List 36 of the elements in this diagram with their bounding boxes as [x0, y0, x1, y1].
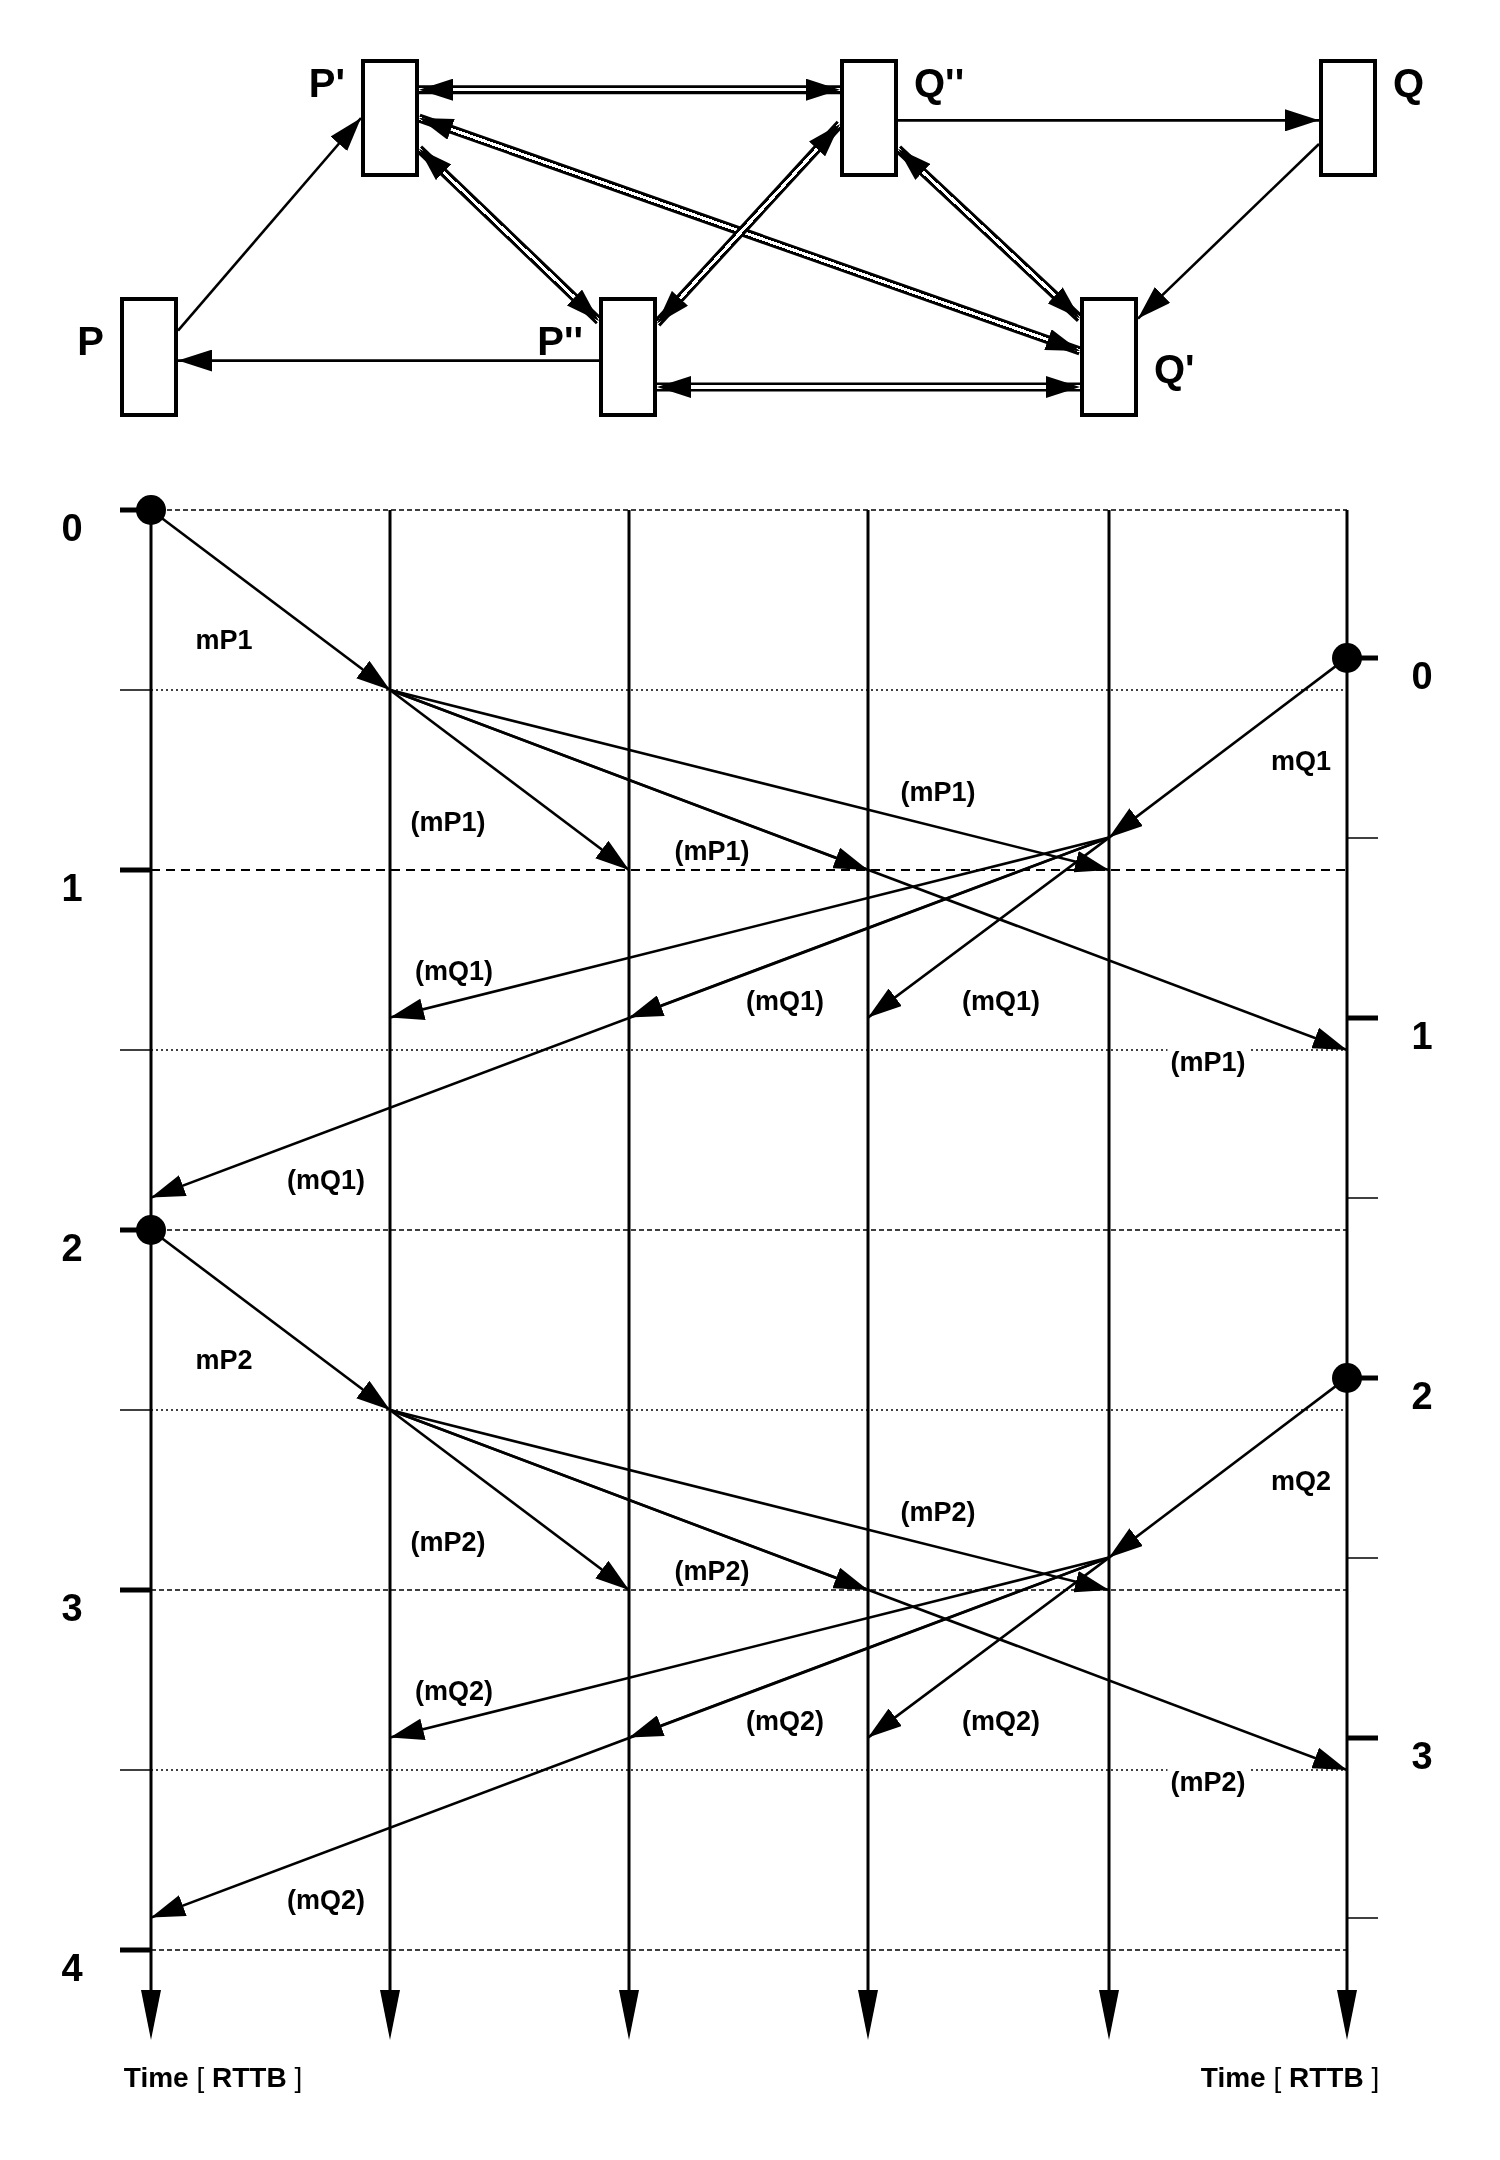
timeline-arrow — [1097, 510, 1121, 2040]
node-label: P'' — [537, 321, 583, 361]
double-arrow — [419, 78, 840, 101]
node-label: P' — [308, 63, 345, 103]
node-label: Q'' — [914, 63, 965, 103]
arrow — [177, 117, 362, 332]
axis-title: Time [ RTTB ] — [123, 2062, 303, 2094]
axis-tick-label: 3 — [61, 1589, 83, 1627]
axis-tick-label: 2 — [1411, 1377, 1433, 1415]
axis-tick-label: 1 — [61, 869, 83, 907]
arrow — [389, 688, 1110, 873]
axis-title: Time [ RTTB ] — [1200, 2062, 1380, 2094]
axis-tick-label: 3 — [1411, 1737, 1433, 1775]
double-arrow — [657, 376, 1080, 398]
node-label: P — [77, 321, 104, 361]
arrow — [898, 109, 1319, 132]
edge-label: (mP2) — [1167, 1767, 1249, 1797]
axis-tick-label: 0 — [1411, 657, 1433, 695]
arrow — [1137, 143, 1320, 320]
timeline-arrow — [378, 510, 402, 2040]
double-arrow — [417, 113, 1082, 356]
timeline-arrow — [617, 510, 641, 2040]
axis-tick-label: 0 — [61, 509, 83, 547]
arrow — [389, 1408, 1110, 1593]
arrow — [150, 836, 1110, 1199]
edge-label: (mP1) — [1167, 1047, 1249, 1077]
axis-tick-label: 2 — [61, 1229, 83, 1267]
arrow — [389, 1408, 1348, 1772]
axis-tick-label: 4 — [61, 1949, 83, 1987]
arrow — [389, 688, 1348, 1052]
timeline-arrow — [856, 510, 880, 2040]
node-label: Q' — [1154, 349, 1195, 389]
arrow — [178, 349, 599, 372]
node-label: Q — [1393, 63, 1425, 103]
axis-tick-label: 1 — [1411, 1017, 1433, 1055]
arrow — [150, 1556, 1110, 1919]
